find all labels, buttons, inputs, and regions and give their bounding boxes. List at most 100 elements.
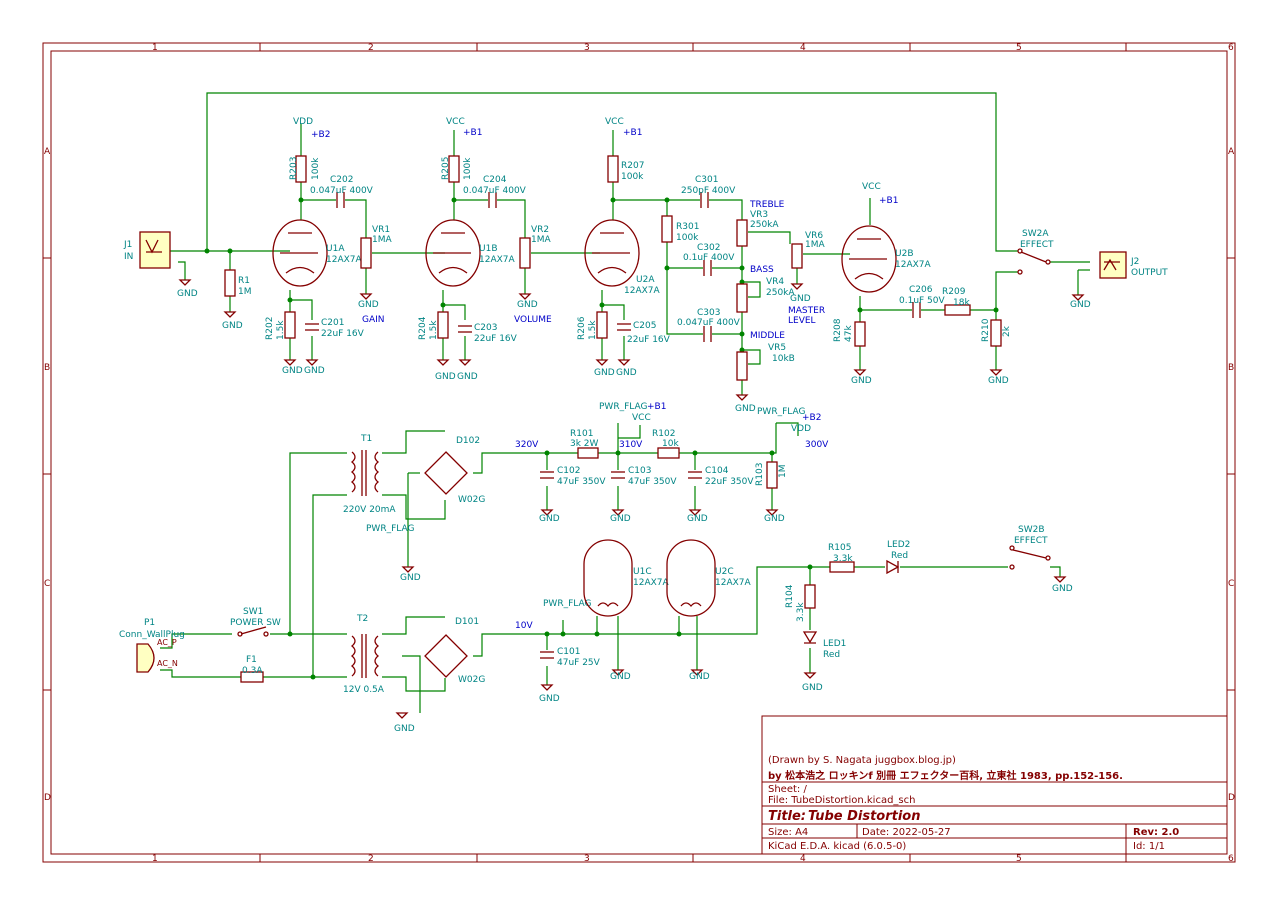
u2a-value: 12AX7A [624, 286, 661, 296]
capacitor-c101 [540, 651, 554, 659]
gnd-label: GND [764, 514, 785, 524]
r203-ref: R203 [289, 157, 299, 180]
b1-net: +B1 [463, 128, 482, 138]
c205-ref: C205 [633, 321, 656, 331]
j2-ref: J2 [1130, 257, 1139, 267]
col-label: 1 [152, 854, 158, 864]
r105-value: 3.3k [833, 554, 853, 564]
gnd-label: GND [616, 368, 637, 378]
transformer-t1 [350, 450, 380, 496]
bridge-rectifier-d102 [424, 451, 468, 495]
col-label: 6 [1228, 43, 1234, 53]
u1a-value: 12AX7A [326, 255, 363, 265]
led1-ref: LED1 [823, 639, 846, 649]
vcc-symbol: VCC [862, 182, 881, 192]
c202-value: 0.047uF 400V [310, 186, 374, 196]
r301-ref: R301 [676, 222, 699, 232]
c303-value: 0.047uF 400V [677, 318, 741, 328]
pwr-flag: PWR_FLAG [543, 599, 591, 609]
gnd-label: GND [400, 573, 421, 583]
net-10v: 10V [515, 621, 533, 631]
r208-value: 47k [844, 325, 854, 342]
gnd-label: GND [610, 514, 631, 524]
gnd-label: GND [687, 514, 708, 524]
ground-symbols-lv [395, 576, 1067, 719]
vr4-function: BASS [750, 265, 774, 275]
u2a-ref: U2A [636, 275, 655, 285]
bridge-rectifier-d101 [424, 634, 468, 678]
tube-u2b [841, 225, 897, 293]
r105-ref: R105 [828, 543, 851, 553]
sheet-id: Id: 1/1 [1133, 841, 1165, 852]
d101-ref: D101 [455, 617, 479, 627]
row-label: D [1228, 793, 1235, 803]
c103-ref: C103 [628, 466, 651, 476]
r102-value: 10k [662, 439, 679, 449]
c102-value: 47uF 350V [557, 477, 606, 487]
c103-value: 47uF 350V [628, 477, 677, 487]
vr4-value: 250kA [766, 288, 795, 298]
c102-ref: C102 [557, 466, 580, 476]
capacitor-c206 [912, 302, 921, 318]
d102-value: W02G [458, 495, 485, 505]
c201-ref: C201 [321, 318, 344, 328]
vr2-value: 1MA [531, 235, 551, 245]
vr6-function: MASTER [788, 306, 825, 316]
c206-ref: C206 [909, 285, 933, 295]
r208-ref: R208 [833, 318, 843, 342]
capacitor-c102 [540, 471, 554, 479]
potentiometer-vr1 [360, 237, 372, 269]
r209-value: 18k [953, 298, 970, 308]
resistor-r105 [829, 561, 855, 573]
gnd-label: GND [539, 514, 560, 524]
row-label: B [44, 363, 50, 373]
p1-value: Conn_WallPlug [119, 630, 185, 640]
c101-value: 47uF 25V [557, 658, 601, 668]
c203-value: 22uF 16V [474, 334, 518, 344]
vr5-value: 10kB [772, 354, 795, 364]
led-led2 [886, 559, 900, 575]
vr5-ref: VR5 [768, 343, 786, 353]
ground-symbols-hv [401, 509, 779, 573]
sw2b-value: EFFECT [1014, 536, 1048, 546]
col-label: 4 [800, 43, 806, 53]
vr3-value: 250kA [750, 220, 779, 230]
col-label: 2 [368, 43, 374, 53]
net-310v: 310V [619, 440, 643, 450]
row-label: C [1228, 579, 1234, 589]
t2-ref: T2 [356, 614, 368, 624]
r205-ref: R205 [441, 157, 451, 180]
ground-symbols [178, 279, 1085, 401]
resistor-r301 [661, 215, 673, 243]
drawing-frame: 1 2 3 4 5 6 1 2 3 4 5 6 A B C D A B C D [42, 42, 1236, 864]
switch-sw2a [1017, 248, 1051, 275]
sw2a-ref: SW2A [1022, 229, 1049, 239]
col-label: 3 [584, 43, 590, 53]
capacitor-c201 [305, 323, 319, 331]
r1-value: 1M [238, 287, 252, 297]
t1-ref: T1 [360, 434, 372, 444]
b2-net: +B2 [311, 130, 330, 140]
u1c-value: 12AX7A [633, 578, 670, 588]
c104-value: 22uF 350V [705, 477, 754, 487]
hv-supply-wires [289, 422, 799, 677]
row-label: A [44, 147, 51, 157]
c301-value: 250pF 400V [681, 186, 736, 196]
net-300v: 300V [805, 440, 829, 450]
vdd-symbol: VDD [293, 117, 313, 127]
gnd-label: GND [1070, 300, 1091, 310]
gnd-label: GND [988, 376, 1009, 386]
sw1-value: POWER SW [230, 618, 281, 628]
potentiometer-vr6 [791, 243, 803, 269]
r103-value: 1M [778, 465, 788, 479]
gnd-label: GND [610, 672, 631, 682]
resistor-r104 [804, 584, 816, 609]
heater-supply-junctions [544, 564, 813, 637]
power-switch-sw1 [237, 626, 269, 637]
r206-value: 1.5k [588, 320, 598, 340]
r204-ref: R204 [418, 316, 428, 340]
resistor-r210 [990, 319, 1002, 347]
col-label: 1 [152, 43, 158, 53]
resistor-r205 [448, 155, 460, 183]
